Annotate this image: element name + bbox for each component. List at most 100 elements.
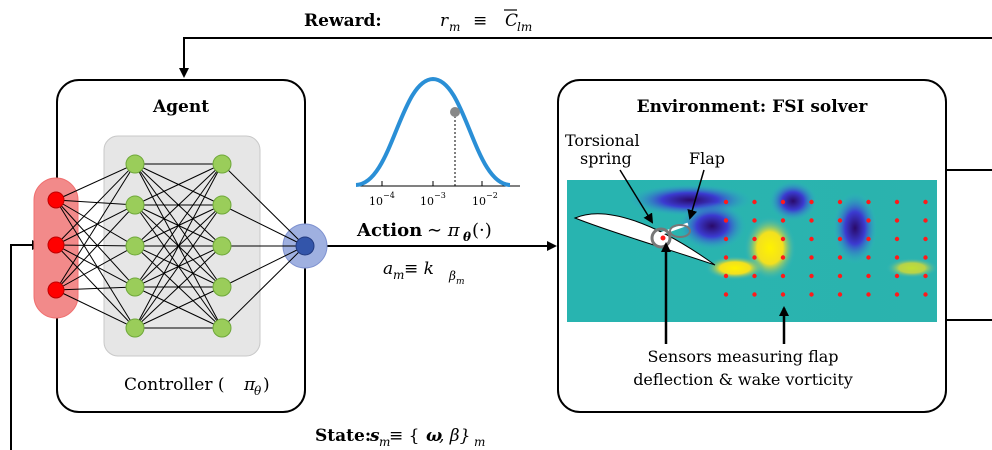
sensor-dot [866,255,871,260]
sensor-dot [837,273,843,279]
sensor-dot [837,292,843,297]
flap-sensor-dot [660,235,666,241]
flap-arrow [687,169,705,220]
hidden-node [212,195,232,215]
network-edge [55,163,136,246]
network-edge [221,245,306,329]
reward-formula: r m ≡ C lm [440,9,532,34]
torsional-arrow [619,169,654,224]
svg-text:∼ π: ∼ π [427,220,461,241]
sensor-dot [780,199,786,205]
network-edge [55,286,136,291]
sensor-dot [752,273,757,279]
svg-text:−4: −4 [383,191,395,200]
svg-text:m: m [379,435,390,449]
sensors-label: Sensors measuring flap deflection & wake… [633,347,853,389]
hidden-node [212,277,232,297]
svg-text:≡ {: ≡ { [389,426,419,446]
sensor-dot [837,199,843,205]
network-edge [55,204,136,291]
input-node [47,281,65,299]
network-nodes [47,154,315,338]
sensor-dot [866,273,871,279]
svg-text:10: 10 [472,195,486,208]
state-loop [10,240,42,450]
sensor-dot [894,255,900,260]
network-edge [55,245,136,291]
network-edge [221,204,306,247]
sensor-dot [837,236,843,242]
svg-text:State:: State: [315,426,371,446]
sensor-dot [923,255,928,260]
agent-title: Agent [152,97,209,117]
network-edge [55,199,136,206]
network-edges [55,163,306,329]
airfoil [573,213,716,266]
sensor-dot [866,236,871,242]
hidden-node [212,236,232,256]
hidden-node [125,154,145,174]
hidden-node [212,154,232,174]
svg-text:a: a [383,259,393,279]
network-edge [134,204,223,329]
reward-loop [179,37,992,78]
svg-text:spring: spring [580,149,632,168]
sensor-dot [780,273,786,279]
network-edge [221,245,306,288]
svg-text:): ) [263,375,270,395]
svg-text:s: s [369,426,380,446]
sensor-dot [923,236,928,242]
sensor-dot [894,273,900,279]
svg-text:π: π [243,375,256,395]
sensor-dot [923,218,928,223]
hidden-node [125,195,145,215]
sensor-dot [894,199,900,205]
svg-text:r: r [440,11,449,31]
sensor-dot [837,218,843,223]
network-edge [134,163,223,288]
sensor-dot [809,255,814,260]
svg-text:−2: −2 [486,191,498,200]
svg-text:Sensors measuring flap: Sensors measuring flap [647,347,838,366]
sensor-dot [809,199,814,205]
svg-text:, β}: , β} [439,426,470,446]
sensor-dot [780,236,786,242]
network-edge [55,163,136,291]
sensor-dot [809,273,814,279]
svg-text:m: m [474,435,485,449]
sensor-dot [866,218,871,223]
network-edge [134,286,223,329]
network-edge [55,204,136,246]
hidden-node [212,318,232,338]
sensor-grid [660,199,928,297]
svg-text:m: m [449,20,460,34]
svg-text:≡ k: ≡ k [404,259,434,279]
network-edge [134,163,223,247]
torsional-spring-label: Torsional spring [565,131,640,168]
sensor-dot [780,218,786,223]
sensor-dot [866,292,871,297]
sensor-dot [752,218,757,223]
sensor-dot [723,255,729,260]
network-edge [55,199,136,329]
flap-label: Flap [689,149,725,168]
svg-text:Torsional: Torsional [565,131,640,150]
hidden-node [125,318,145,338]
network-edge [55,289,136,329]
gaussian-curve [355,76,511,187]
network-edge [55,244,136,329]
svg-text:ω: ω [426,426,442,446]
network-edge [55,163,136,201]
sensor-dot [894,292,900,297]
svg-text:deflection & wake vorticity: deflection & wake vorticity [633,370,853,389]
network-edge [55,244,136,288]
svg-text:−3: −3 [434,191,446,200]
network-edge [134,163,223,329]
environment-title: Environment: FSI solver [637,97,869,117]
svg-text:m: m [393,268,404,282]
svg-text:θ: θ [254,384,262,398]
svg-text:10: 10 [369,195,383,208]
sensor-dot [752,255,757,260]
sensor-dot [752,236,757,242]
